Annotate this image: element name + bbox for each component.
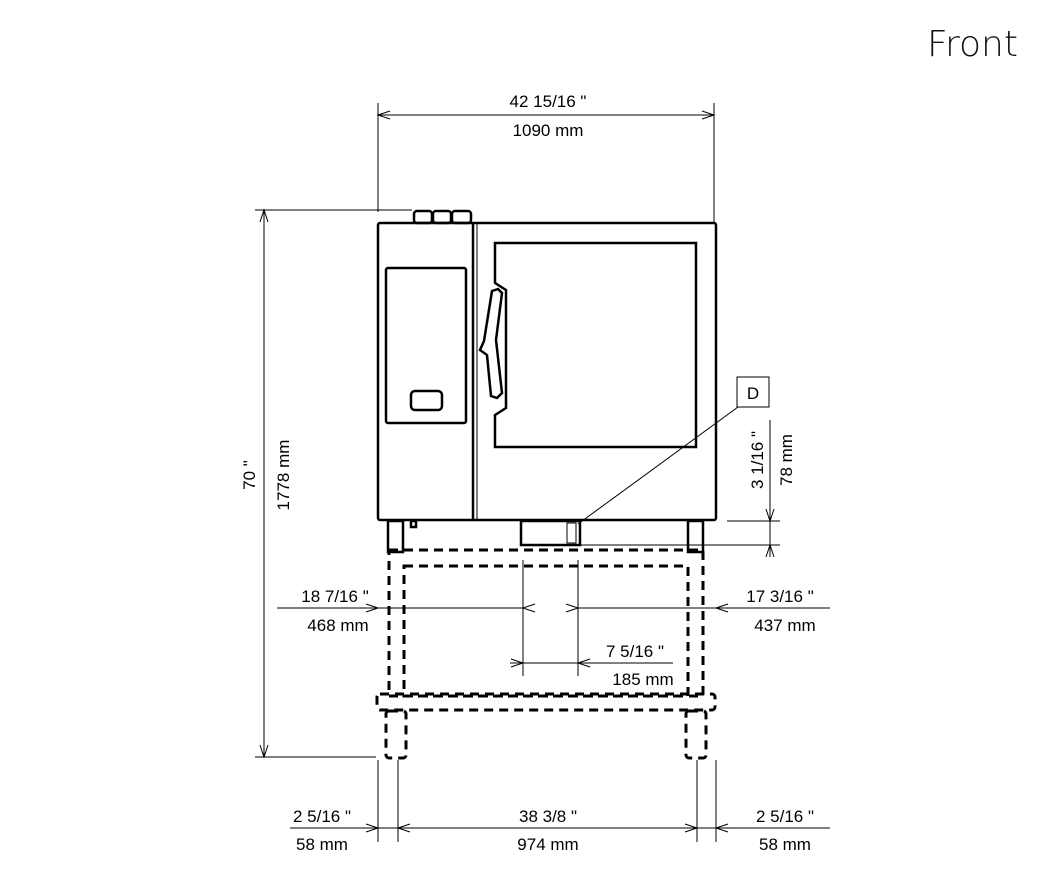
left-to-drain-mm: 468 mm xyxy=(307,616,368,635)
control-display xyxy=(409,389,444,412)
stand-outline xyxy=(375,548,717,760)
callout-d: D xyxy=(736,376,770,408)
drain-height-mm: 78 mm xyxy=(777,434,796,486)
height-mm: 1778 mm xyxy=(274,440,293,511)
callout-label: D xyxy=(747,384,759,403)
oven-body xyxy=(376,221,718,522)
door-window xyxy=(493,241,698,449)
right-to-drain-mm: 437 mm xyxy=(754,616,815,635)
oven-feet xyxy=(386,519,705,554)
width-inch: 42 15/16 " xyxy=(510,92,587,111)
right-to-drain-inch: 17 3/16 " xyxy=(746,587,813,606)
drain-spacing-mm: 185 mm xyxy=(612,670,673,689)
top-knobs xyxy=(412,209,473,225)
right-leg-offset-inch: 2 5/16 " xyxy=(756,807,814,826)
control-panel-window xyxy=(384,266,468,425)
right-leg-offset-mm: 58 mm xyxy=(759,835,811,854)
left-leg-offset-mm: 58 mm xyxy=(296,835,348,854)
drain-height-inch: 3 1/16 " xyxy=(748,431,767,489)
drain-spacing-inch: 7 5/16 " xyxy=(606,642,664,661)
view-title: Front xyxy=(927,24,1018,65)
width-mm: 1090 mm xyxy=(513,121,584,140)
leg-span-inch: 38 3/8 " xyxy=(519,807,577,826)
dimension-lines xyxy=(255,103,830,842)
door-handle xyxy=(478,287,504,400)
height-inch: 70 " xyxy=(240,460,259,490)
left-to-drain-inch: 18 7/16 " xyxy=(301,587,368,606)
left-leg-offset-inch: 2 5/16 " xyxy=(293,807,351,826)
leg-span-mm: 974 mm xyxy=(517,835,578,854)
